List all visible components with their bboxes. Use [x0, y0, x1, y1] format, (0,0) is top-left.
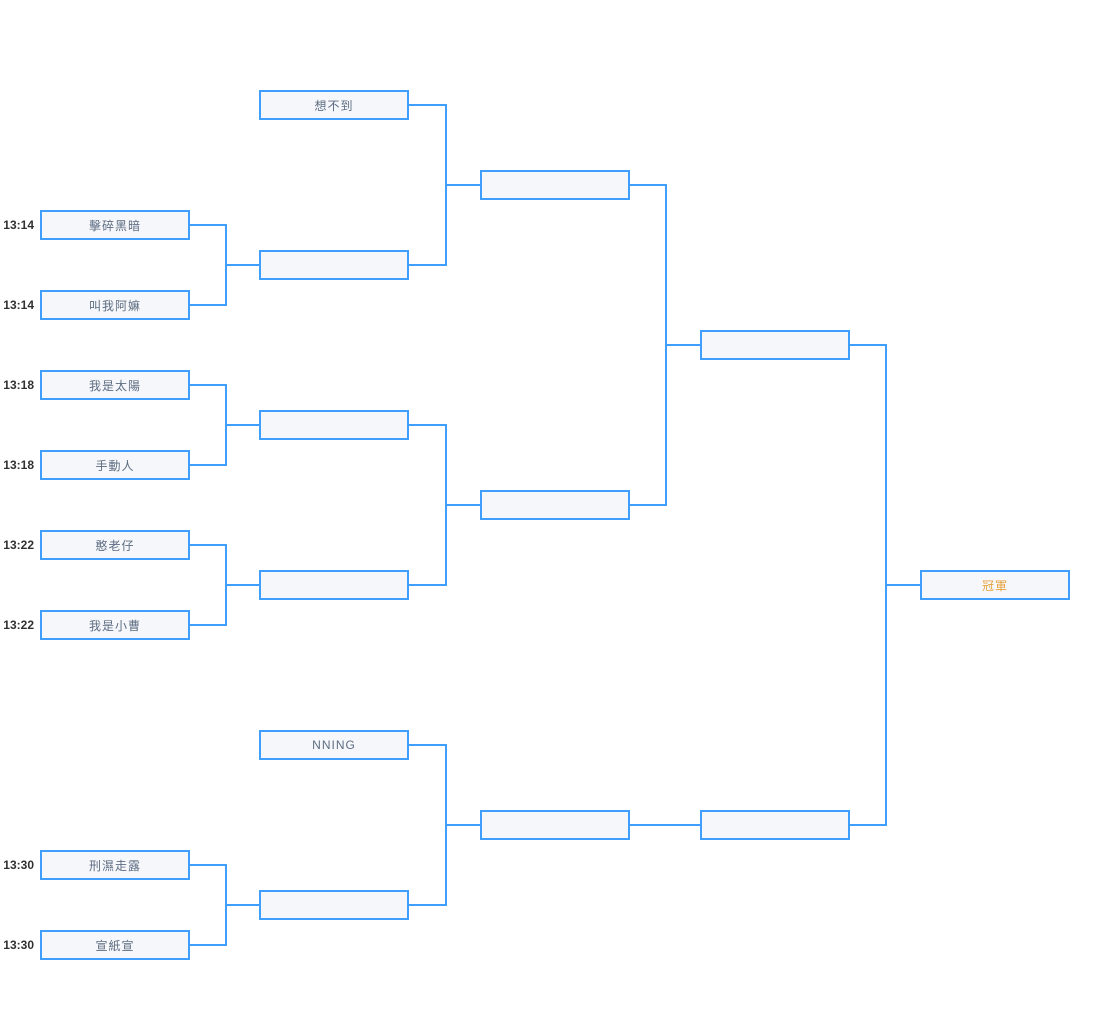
- empty-slot-r3-3[interactable]: [480, 810, 630, 840]
- team-name: 手動人: [95, 458, 135, 473]
- connector-line: [190, 384, 225, 386]
- team-name: 憨老仔: [95, 538, 135, 553]
- team-box-r1-8[interactable]: 宣紙宣: [40, 930, 190, 960]
- empty-slot-r2-2[interactable]: [259, 410, 409, 440]
- empty-slot-sf-1[interactable]: [700, 330, 850, 360]
- match-time: 13:14: [3, 298, 34, 312]
- team-box-r1-3[interactable]: 我是太陽: [40, 370, 190, 400]
- team-name: NNING: [312, 738, 356, 752]
- team-name: 刑濕走露: [88, 858, 141, 873]
- team-name: 我是太陽: [88, 378, 141, 393]
- match-time: 13:18: [3, 458, 34, 472]
- bye-box-bottom[interactable]: NNING: [259, 730, 409, 760]
- connector-line: [190, 224, 225, 226]
- connector-line: [409, 744, 445, 746]
- match-time: 13:30: [3, 938, 34, 952]
- connector-line: [225, 264, 259, 266]
- champion-label: 冠軍: [981, 578, 1008, 593]
- connector-line: [190, 624, 225, 626]
- connector-line: [409, 584, 445, 586]
- champion-box[interactable]: 冠軍: [920, 570, 1070, 600]
- connector-line: [665, 344, 700, 346]
- connector-line: [225, 904, 259, 906]
- connector-line: [445, 824, 480, 826]
- connector-line: [190, 304, 225, 306]
- connector-line: [885, 584, 920, 586]
- empty-slot-r3-1[interactable]: [480, 170, 630, 200]
- match-time: 13:22: [3, 538, 34, 552]
- match-time: 13:30: [3, 858, 34, 872]
- connector-line: [630, 824, 700, 826]
- connector-line: [630, 184, 665, 186]
- bye-box-top[interactable]: 想不到: [259, 90, 409, 120]
- team-box-r1-7[interactable]: 刑濕走露: [40, 850, 190, 880]
- match-time: 13:14: [3, 218, 34, 232]
- connector-line: [190, 944, 225, 946]
- team-name: 宣紙宣: [95, 938, 135, 953]
- team-box-r1-6[interactable]: 我是小曹: [40, 610, 190, 640]
- empty-slot-r2-4[interactable]: [259, 890, 409, 920]
- team-box-r1-4[interactable]: 手動人: [40, 450, 190, 480]
- connector-line: [409, 904, 445, 906]
- connector-line: [850, 824, 885, 826]
- connector-line: [409, 104, 445, 106]
- connector-line: [409, 424, 445, 426]
- empty-slot-r3-2[interactable]: [480, 490, 630, 520]
- match-time: 13:22: [3, 618, 34, 632]
- connector-line: [445, 504, 480, 506]
- connector-line: [190, 464, 225, 466]
- empty-slot-r2-3[interactable]: [259, 570, 409, 600]
- connector-line: [225, 424, 259, 426]
- connector-line: [630, 504, 665, 506]
- connector-line: [190, 864, 225, 866]
- team-name: 叫我阿嫲: [88, 298, 141, 313]
- connector-line: [445, 184, 480, 186]
- empty-slot-sf-2[interactable]: [700, 810, 850, 840]
- team-name: 我是小曹: [88, 618, 141, 633]
- team-box-r1-5[interactable]: 憨老仔: [40, 530, 190, 560]
- team-box-r1-2[interactable]: 叫我阿嫲: [40, 290, 190, 320]
- connector-line: [850, 344, 885, 346]
- match-time: 13:18: [3, 378, 34, 392]
- connector-line: [409, 264, 445, 266]
- team-box-r1-1[interactable]: 擊碎黑暗: [40, 210, 190, 240]
- team-name: 想不到: [314, 98, 354, 113]
- team-name: 擊碎黑暗: [88, 218, 141, 233]
- connector-line: [225, 584, 259, 586]
- connector-line: [190, 544, 225, 546]
- empty-slot-r2-1[interactable]: [259, 250, 409, 280]
